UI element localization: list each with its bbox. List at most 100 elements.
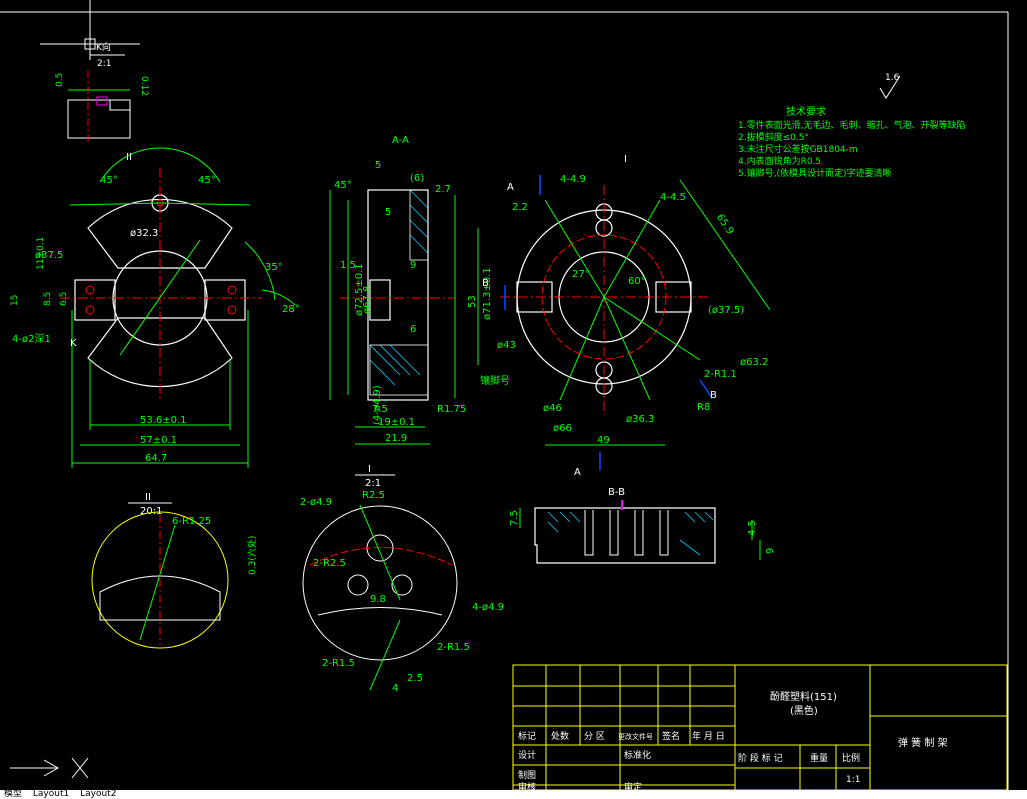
notes-title: 技术要求 bbox=[786, 105, 826, 118]
tb-row1-3: 更改文件号 bbox=[618, 732, 653, 741]
section-dim-27: 2.7 bbox=[435, 184, 451, 195]
front-angle-35: 35° bbox=[265, 262, 283, 273]
detail-i-d49: 2-ø4.9 bbox=[300, 497, 332, 508]
detail-i-title: I bbox=[368, 464, 371, 475]
tb-row1-4: 签名 bbox=[662, 730, 680, 742]
tb-scale: 比例 bbox=[842, 752, 860, 764]
tb-row1-2: 分 区 bbox=[584, 731, 605, 742]
detail-i-d49b: 4-ø4.9 bbox=[472, 602, 504, 613]
k-dim-012: 0.12 bbox=[139, 76, 149, 96]
section-dim-219: 21.9 bbox=[385, 433, 407, 444]
tab-model[interactable]: 模型 bbox=[4, 789, 23, 799]
top-dim-375: (ø37.5) bbox=[708, 305, 744, 316]
detail-i-d25: 2.5 bbox=[407, 673, 423, 684]
top-dim-43: ø43 bbox=[497, 340, 516, 351]
drawing-border bbox=[0, 11, 1009, 790]
tb-row2-0: 设计 bbox=[518, 749, 536, 761]
front-holes-note: 4-ø2深1 bbox=[12, 333, 51, 345]
section-dim-9: 9 bbox=[410, 260, 416, 271]
notes-item-4: 4.内表面锐角为R0.5 bbox=[738, 155, 821, 167]
tb-row2-2: 标准化 bbox=[624, 749, 651, 761]
detail-i-scale: 2:1 bbox=[365, 478, 381, 489]
tb-row4-0: 审核 bbox=[518, 781, 536, 790]
top-dim-49: 49 bbox=[597, 435, 610, 446]
section-title: A-A bbox=[392, 135, 409, 146]
tb-material-1: 酚醛塑料(151) bbox=[770, 690, 837, 703]
front-dim-11: 11±0.1 bbox=[36, 237, 46, 270]
detail-i-r25b: 2-R2.5 bbox=[313, 558, 346, 569]
notes-item-3: 3.未注尺寸公差按GB1804-m bbox=[738, 143, 858, 155]
layout-tabs: 模型 Layout1 Layout2 bbox=[0, 790, 1027, 799]
section-dim-19: 19±0.1 bbox=[378, 417, 415, 428]
tb-part-name: 弹 簧 制 架 bbox=[898, 736, 948, 749]
tb-scale-value: 1:1 bbox=[846, 775, 860, 785]
tab-layout1[interactable]: Layout1 bbox=[32, 789, 70, 799]
front-dim-15: 15 bbox=[10, 295, 20, 306]
detail-i-r25: R2.5 bbox=[362, 490, 385, 501]
view-k: K向 2:1 0.5 0.12 bbox=[55, 41, 149, 145]
section-dim-5a: 5 bbox=[375, 160, 381, 171]
technical-notes: 1.6 技术要求 1.零件表面光滑,无毛边、毛刺、缩孔、气泡、开裂等缺陷 2.拔… bbox=[738, 73, 965, 179]
ucs-icon bbox=[10, 757, 89, 779]
front-dim-85: 8.5 bbox=[43, 292, 53, 306]
top-section-a1: A bbox=[507, 182, 514, 193]
view-detail-i: I 2:1 2-ø4.9 R2.5 2-R2.5 9.8 4-ø4.9 2-R1… bbox=[300, 464, 504, 694]
tab-layout2[interactable]: Layout2 bbox=[80, 789, 117, 799]
top-marker-note: 镶脚号 bbox=[480, 374, 510, 387]
front-angle-28: 28° bbox=[282, 304, 300, 315]
front-label-ii: II bbox=[126, 152, 132, 163]
detail-ii-r125: 6-R1.25 bbox=[172, 516, 211, 527]
bb-dim-45: 4.5 bbox=[747, 520, 758, 536]
top-dim-53: 53 bbox=[467, 295, 478, 308]
tb-row1-5: 年 月 日 bbox=[692, 730, 725, 742]
top-label-i: I bbox=[624, 154, 627, 165]
tb-row1-0: 标记 bbox=[518, 730, 536, 742]
notes-item-5: 5.镶脚号,(依模具设计而定)字迹要清晰 bbox=[738, 167, 891, 179]
front-angle-right: 45° bbox=[198, 175, 216, 186]
top-dim-22: 2.2 bbox=[512, 202, 528, 213]
bb-title: B-B bbox=[608, 487, 625, 498]
roughness-value: 1.6 bbox=[885, 73, 900, 83]
view-front: II 45° 45° ø32.3 ø37.5 35° 28° 11±0.1 15… bbox=[10, 147, 300, 468]
section-dim-713: ø71.3±0.1 bbox=[482, 267, 493, 320]
section-dim-5b: 5 bbox=[385, 207, 391, 218]
section-dim-678: ø67.8 bbox=[362, 286, 373, 314]
detail-ii-d03: 0.3(六处) bbox=[246, 536, 258, 575]
tb-stage: 阶 段 标 记 bbox=[738, 752, 783, 764]
section-dim-6p: (6) bbox=[410, 173, 424, 184]
view-detail-ii: II 20:1 6-R1.25 0.3(六处) bbox=[91, 492, 258, 649]
top-radius-8: R8 bbox=[697, 402, 710, 413]
section-dim-75: 7.5 bbox=[372, 404, 388, 415]
view-section-bb: B-B 7.5 4.5 9 bbox=[509, 487, 776, 564]
notes-item-2: 2.拔模斜度≤0.5° bbox=[738, 131, 809, 143]
top-dim-45: 4-4.5 bbox=[660, 192, 686, 203]
front-outline-bottom bbox=[87, 317, 233, 388]
front-dim-d32: ø32.3 bbox=[130, 228, 158, 239]
tb-row1-1: 处数 bbox=[551, 730, 569, 742]
top-section-b2: B bbox=[710, 390, 717, 401]
front-dim-65: 6.5 bbox=[59, 292, 69, 306]
detail-ii-title: II bbox=[145, 492, 151, 503]
detail-i-d98: 9.8 bbox=[370, 594, 386, 605]
crosshair-cursor bbox=[40, 0, 140, 60]
view-section-aa: A-A 5 (6) 2.7 45° 5 1.5 9 ø72.5±0.1 ø67.… bbox=[329, 135, 493, 445]
tb-material-2: (黑色) bbox=[790, 704, 818, 717]
section-dim-45: 45° bbox=[334, 180, 352, 191]
top-dim-46: ø46 bbox=[543, 403, 562, 414]
front-k-mark: K bbox=[70, 338, 77, 349]
front-dim-d375: ø37.5 bbox=[35, 250, 63, 261]
bb-dim-9: 9 bbox=[765, 548, 776, 554]
top-section-b1: B bbox=[482, 278, 489, 289]
detail-ii-scale: 20:1 bbox=[140, 506, 162, 517]
detail-i-r15b: 2-R1.5 bbox=[322, 658, 355, 669]
top-dim-363: ø36.3 bbox=[626, 414, 654, 425]
k-view-scale: 2:1 bbox=[97, 59, 111, 69]
section-dim-15: 1.5 bbox=[340, 260, 356, 271]
bb-dim-75: 7.5 bbox=[509, 510, 520, 526]
front-width-536: 53.6±0.1 bbox=[140, 415, 187, 426]
tb-row3-0: 制图 bbox=[518, 769, 536, 781]
k-dim-05: 0.5 bbox=[55, 73, 65, 87]
front-width-647: 64.7 bbox=[145, 453, 167, 464]
top-dim-49a: 4-4.9 bbox=[560, 174, 586, 185]
section-radius-175: R1.75 bbox=[437, 404, 466, 415]
